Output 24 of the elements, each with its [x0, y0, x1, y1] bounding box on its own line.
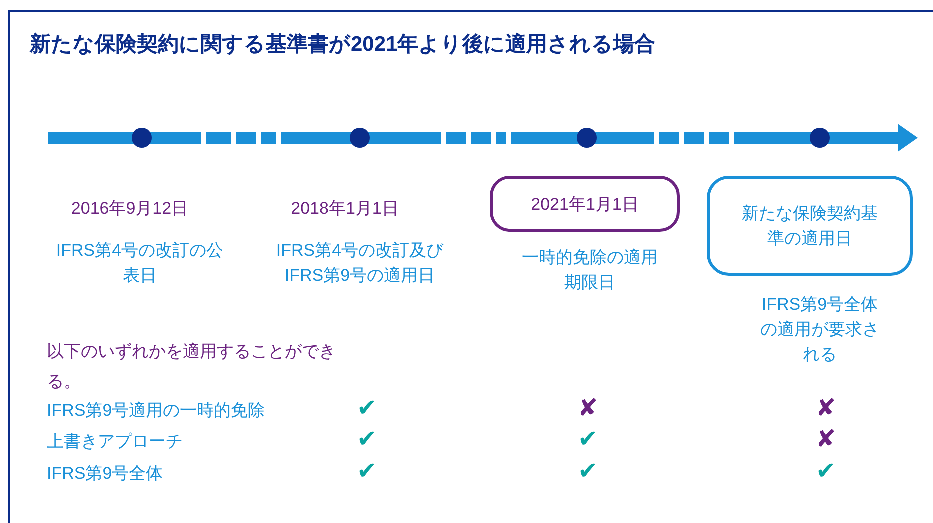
option-label: 上書きアプローチ — [47, 431, 184, 453]
check-mark: ✔ — [356, 396, 378, 421]
milestone-note: IFRS第9号全体の適用が要求される — [760, 294, 880, 366]
milestone-note: IFRS第4号の改訂及びIFRS第9号の適用日 — [275, 240, 445, 287]
check-mark: ✔ — [356, 427, 378, 452]
title: 新たな保険契約に関する基準書が2021年より後に適用される場合 — [30, 32, 656, 58]
cross-mark: ✘ — [814, 396, 838, 421]
check-mark: ✔ — [356, 459, 378, 484]
check-mark: ✔ — [576, 427, 600, 452]
date-text: 新たな保険契約基準の適用日 — [741, 203, 879, 250]
date-label: 2016年9月12日 — [70, 198, 190, 220]
option-label: IFRS第9号適用の一時的免除 — [47, 400, 266, 422]
milestone-note: IFRS第4号の改訂の公表日 — [55, 240, 225, 287]
date-text: 2021年1月1日 — [531, 194, 639, 216]
timeline-box — [490, 176, 680, 232]
option-label: IFRS第9号全体 — [47, 463, 164, 485]
cross-mark: ✘ — [576, 396, 600, 421]
cross-mark: ✘ — [814, 427, 838, 452]
instruction-text: 以下のいずれかを適用することができる。 — [47, 341, 337, 393]
check-mark: ✔ — [814, 459, 838, 484]
date-label: 2018年1月1日 — [290, 198, 400, 220]
timeline-box — [707, 176, 913, 276]
check-mark: ✔ — [576, 459, 600, 484]
milestone-note: 一時的免除の適用期限日 — [521, 247, 659, 294]
